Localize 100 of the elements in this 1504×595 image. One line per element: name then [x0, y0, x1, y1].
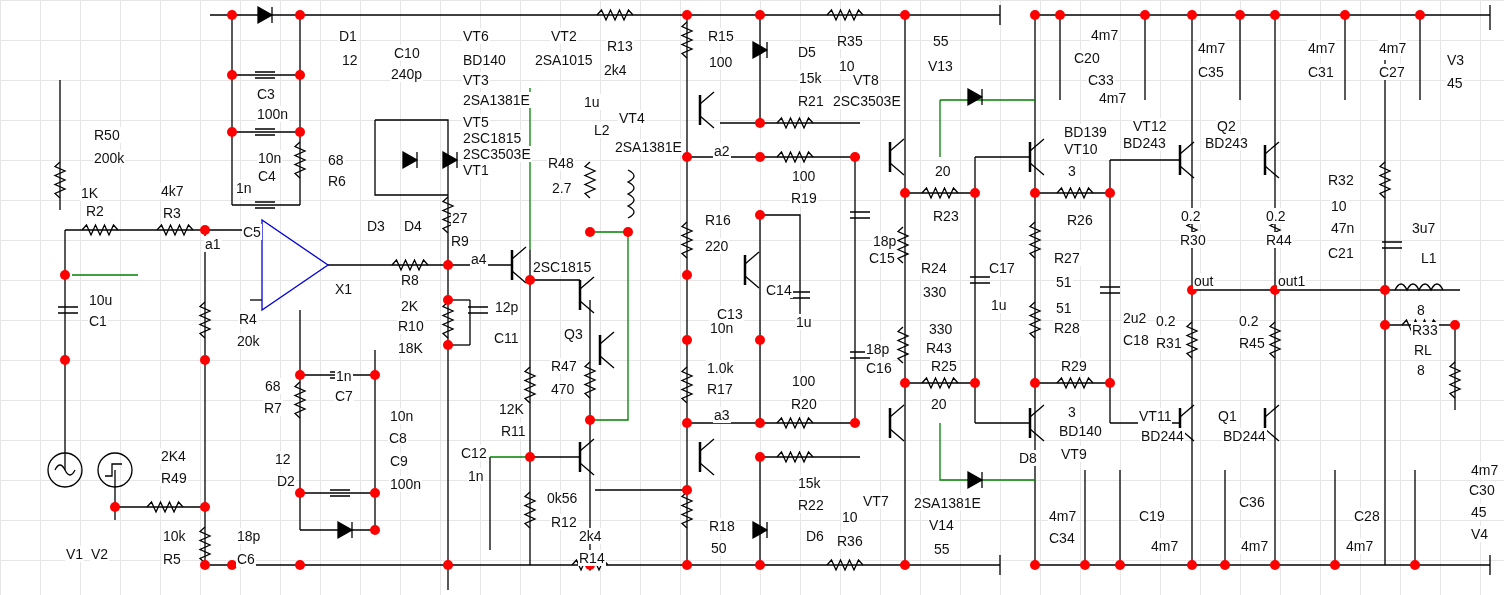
component-label: out1 — [1277, 273, 1307, 289]
component-label: 4m7 — [1197, 40, 1227, 56]
component-label: 2u2 — [1122, 310, 1148, 326]
component-label: BD243 — [1122, 135, 1167, 151]
component-label: BD140 — [1058, 423, 1103, 439]
component-label: D8 — [1018, 450, 1038, 466]
component-label: 51 — [1055, 274, 1073, 290]
component-label: C10 — [393, 45, 421, 61]
component-label: 1n — [235, 180, 253, 196]
component-label: C5 — [242, 224, 262, 240]
component-label: 1.0k — [706, 360, 735, 376]
component-label: 15k — [798, 70, 823, 86]
component-label: 10 — [838, 58, 856, 74]
component-label: VT10 — [1063, 141, 1099, 157]
component-label: 0k56 — [546, 490, 579, 506]
component-label: RL — [1413, 342, 1433, 358]
component-label: 18p — [236, 528, 262, 544]
component-label: 4m7 — [1345, 538, 1375, 554]
component-label: VT6 — [462, 28, 490, 44]
component-label: 8 — [1416, 362, 1426, 378]
component-label: 3 — [1067, 163, 1077, 179]
component-label: 3 — [1067, 404, 1077, 420]
component-label: 1u — [795, 314, 813, 330]
component-label: 12K — [498, 401, 525, 417]
component-label: C33 — [1087, 72, 1115, 88]
component-label: X1 — [334, 281, 354, 297]
component-label: 0.2 — [1155, 313, 1177, 329]
component-label: R11 — [500, 423, 527, 439]
component-label: R32 — [1327, 172, 1355, 188]
component-label: VT12 — [1132, 118, 1168, 134]
component-label: 4k7 — [160, 183, 185, 199]
component-label: 55 — [932, 33, 950, 49]
component-label: 330 — [928, 321, 954, 337]
component-label: BD244 — [1140, 428, 1185, 444]
component-label: 18K — [397, 340, 424, 356]
component-label: C8 — [388, 430, 408, 446]
component-label: R17 — [706, 381, 734, 397]
component-label: Q2 — [1216, 118, 1237, 134]
component-label: 100 — [791, 373, 817, 389]
component-label: VT9 — [1060, 446, 1088, 462]
component-label: R28 — [1053, 320, 1081, 336]
component-label: 12 — [274, 451, 292, 467]
component-label: 10 — [1330, 198, 1348, 214]
component-label: R26 — [1066, 212, 1094, 228]
component-label: V14 — [928, 517, 955, 533]
component-label: L1 — [1420, 250, 1438, 266]
component-label: 100n — [389, 476, 423, 492]
component-label: 470 — [550, 381, 576, 397]
component-label: 4m7 — [1240, 538, 1270, 554]
component-label: 330 — [922, 284, 948, 300]
component-label: R16 — [704, 212, 732, 228]
component-label: 68 — [327, 152, 345, 168]
component-label: 2k4 — [578, 528, 603, 544]
component-label: 55 — [933, 541, 951, 557]
component-label: a4 — [470, 251, 488, 267]
component-label: 200k — [93, 150, 126, 166]
component-label: 18p — [865, 341, 891, 357]
component-label: 10n — [257, 150, 283, 166]
component-label: C15 — [868, 250, 896, 266]
component-label: C3 — [256, 86, 276, 102]
component-label: 3u7 — [1411, 220, 1437, 236]
component-label: 27 — [451, 210, 469, 226]
component-label: C11 — [493, 330, 520, 346]
component-label: R13 — [606, 38, 634, 54]
component-label: Q1 — [1217, 408, 1238, 424]
component-label: C27 — [1378, 64, 1406, 80]
component-label: 4m7 — [1470, 462, 1500, 478]
component-label: C6 — [236, 551, 256, 567]
component-label: 18p — [872, 233, 898, 249]
component-label: R14 — [578, 550, 606, 566]
component-label: 47n — [1330, 220, 1356, 236]
component-label: R25 — [930, 358, 958, 374]
component-label: BD243 — [1204, 135, 1249, 151]
component-label: 1n — [335, 368, 353, 384]
component-label: C35 — [1197, 64, 1225, 80]
component-label: R2 — [85, 203, 105, 219]
component-label: 2K4 — [160, 448, 187, 464]
component-label: R45 — [1238, 335, 1266, 351]
component-label: R27 — [1053, 250, 1081, 266]
component-label: C4 — [257, 168, 277, 184]
component-label: 240p — [390, 66, 424, 82]
component-label: a2 — [713, 143, 731, 159]
component-label: R18 — [708, 518, 736, 534]
component-label: C16 — [865, 360, 893, 376]
component-label: R23 — [932, 208, 960, 224]
component-label: R33 — [1411, 322, 1439, 338]
component-label: 100n — [256, 106, 290, 122]
component-label: V2 — [90, 546, 110, 562]
component-label: R43 — [925, 340, 953, 356]
component-label: VT8 — [852, 72, 880, 88]
component-label: 10k — [162, 528, 187, 544]
component-label: 4m7 — [1098, 90, 1128, 106]
component-label: D3 — [366, 218, 386, 234]
component-label: 1u — [990, 297, 1008, 313]
component-label: D2 — [276, 473, 296, 489]
component-label: BD140 — [462, 52, 507, 68]
component-label: 1u — [583, 94, 601, 110]
component-label: R44 — [1265, 232, 1293, 248]
component-label: C28 — [1353, 508, 1381, 524]
component-label: V3 — [1446, 52, 1466, 68]
